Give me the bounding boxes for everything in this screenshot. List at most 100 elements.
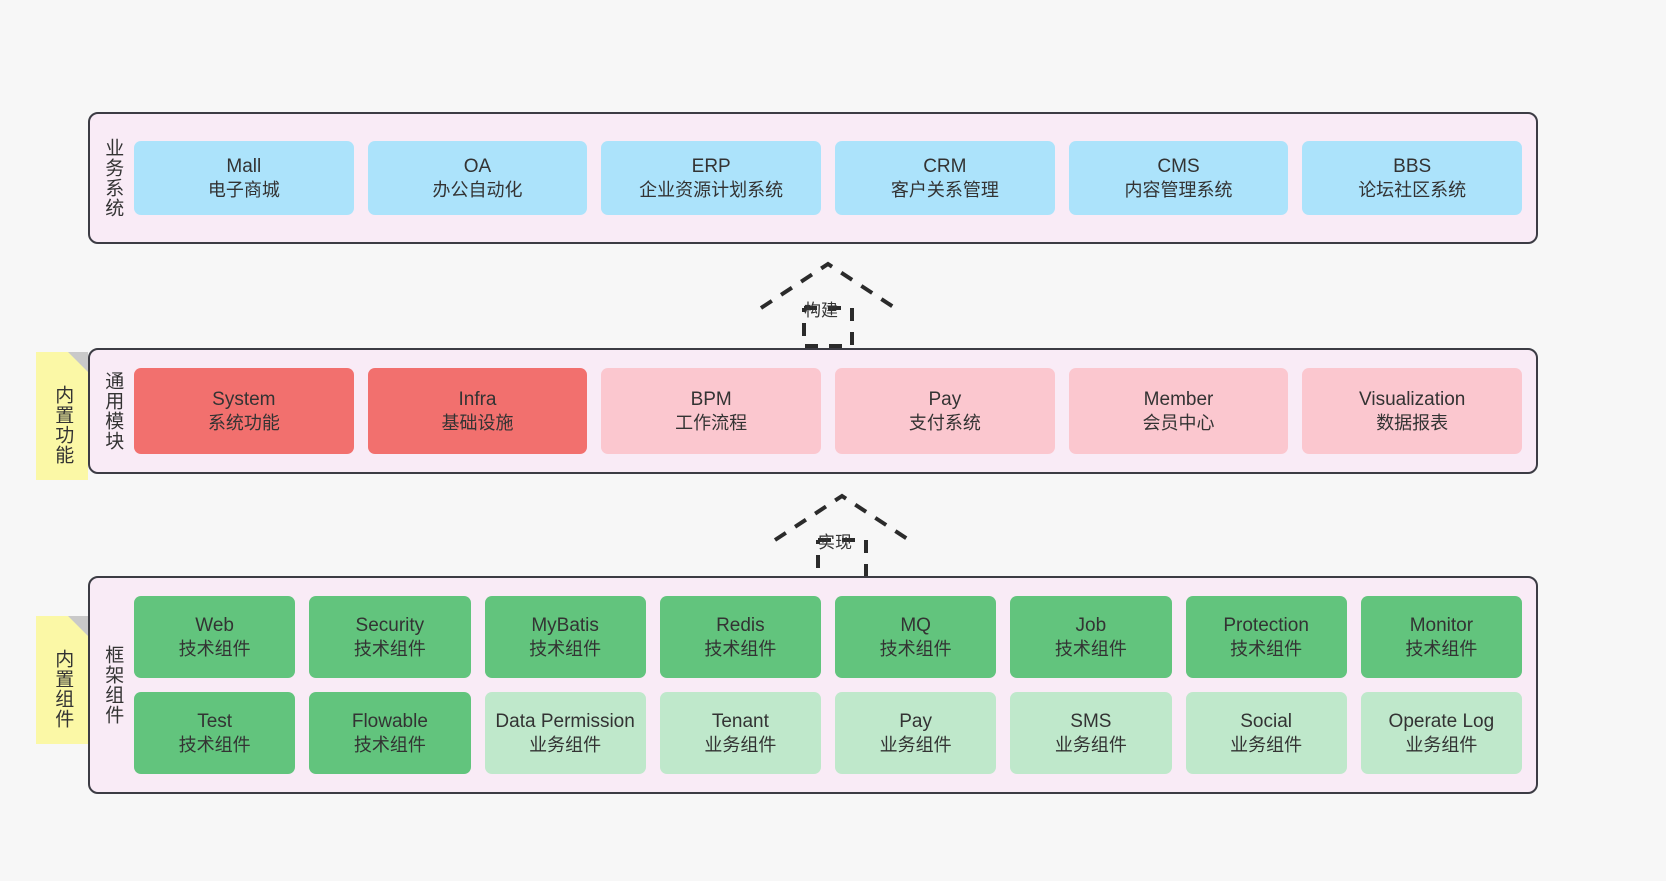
card-subtitle: 数据报表: [1376, 412, 1449, 433]
card-subtitle: 内容管理系统: [1124, 179, 1233, 200]
card-subtitle: 办公自动化: [432, 179, 523, 200]
card-title: OA: [463, 155, 492, 177]
arrow-shaft: [802, 306, 854, 348]
card-data-permission[interactable]: Data Permission 业务组件: [484, 692, 646, 774]
card-row: System 系统功能 Infra 基础设施 BPM 工作流程 Pay 支付系统…: [134, 368, 1523, 454]
card-redis[interactable]: Redis 技术组件: [659, 596, 821, 678]
layer-title-business: 业务系统: [102, 138, 124, 218]
card-subtitle: 技术组件: [704, 638, 777, 659]
layer-title-modules: 通用模块: [102, 371, 124, 451]
connector-label-implement: 实现: [818, 533, 852, 552]
card-mybatis[interactable]: MyBatis 技术组件: [484, 596, 646, 678]
card-mall[interactable]: Mall 电子商城: [134, 141, 354, 215]
card-title: Redis: [716, 614, 765, 636]
card-subtitle: 会员中心: [1142, 412, 1215, 433]
card-flowable[interactable]: Flowable 技术组件: [309, 692, 471, 774]
card-subtitle: 电子商城: [207, 179, 280, 200]
card-cms[interactable]: CMS 内容管理系统: [1068, 141, 1289, 215]
card-mq[interactable]: MQ 技术组件: [835, 596, 997, 678]
card-title: Visualization: [1359, 388, 1466, 410]
card-subtitle: 基础设施: [441, 412, 514, 433]
card-title: CRM: [923, 155, 967, 177]
arrow-head-outline: [759, 261, 897, 310]
card-tenant[interactable]: Tenant 业务组件: [659, 692, 821, 774]
connector-build: 构建: [758, 260, 898, 348]
card-subtitle: 业务组件: [1230, 734, 1303, 755]
card-title: Flowable: [351, 710, 428, 732]
card-title: BPM: [690, 388, 732, 410]
card-title: CMS: [1157, 155, 1200, 177]
card-operate-log[interactable]: Operate Log 业务组件: [1360, 692, 1522, 774]
card-title: Security: [355, 614, 425, 636]
arrow-shaft: [816, 538, 868, 580]
card-title: Operate Log: [1388, 710, 1495, 732]
card-social[interactable]: Social 业务组件: [1185, 692, 1347, 774]
card-pay-module[interactable]: Pay 支付系统: [835, 368, 1055, 454]
card-system[interactable]: System 系统功能: [134, 368, 354, 454]
card-bpm[interactable]: BPM 工作流程: [601, 368, 822, 454]
card-subtitle: 企业资源计划系统: [639, 179, 784, 200]
card-member[interactable]: Member 会员中心: [1068, 368, 1289, 454]
card-subtitle: 业务组件: [879, 734, 952, 755]
sticky-note-builtin-components: 内置组件: [36, 616, 88, 744]
card-security[interactable]: Security 技术组件: [309, 596, 471, 678]
card-title: Tenant: [711, 710, 769, 732]
layer-framework-components: 框架组件 Web 技术组件 Security 技术组件 MyBatis 技术组件…: [88, 576, 1538, 794]
card-test[interactable]: Test 技术组件: [134, 692, 296, 774]
card-subtitle: 支付系统: [908, 412, 981, 433]
card-title: Social: [1240, 710, 1292, 732]
card-subtitle: 客户关系管理: [890, 179, 999, 200]
card-subtitle: 技术组件: [879, 638, 952, 659]
card-subtitle: 技术组件: [1054, 638, 1127, 659]
card-title: Data Permission: [495, 710, 635, 732]
card-monitor[interactable]: Monitor 技术组件: [1360, 596, 1522, 678]
card-subtitle: 业务组件: [1405, 734, 1478, 755]
card-title: Infra: [458, 388, 497, 410]
card-subtitle: 技术组件: [529, 638, 602, 659]
card-title: Pay: [928, 388, 962, 410]
layer-body-business: Mall 电子商城 OA 办公自动化 ERP 企业资源计划系统 CRM 客户关系…: [134, 114, 1536, 242]
card-pay-component[interactable]: Pay 业务组件: [835, 692, 997, 774]
layer-body-framework: Web 技术组件 Security 技术组件 MyBatis 技术组件 Redi…: [134, 578, 1536, 792]
card-subtitle: 业务组件: [529, 734, 602, 755]
card-title: Pay: [899, 710, 932, 732]
card-title: ERP: [691, 155, 731, 177]
note-label: 内置组件: [52, 649, 74, 729]
connector-implement: 实现: [772, 492, 912, 580]
connector-label-build: 构建: [804, 301, 838, 320]
card-subtitle: 论坛社区系统: [1358, 179, 1467, 200]
card-title: MQ: [900, 614, 931, 636]
card-title: BBS: [1393, 155, 1432, 177]
layer-common-modules: 通用模块 System 系统功能 Infra 基础设施 BPM 工作流程 Pay…: [88, 348, 1538, 474]
card-subtitle: 技术组件: [353, 638, 426, 659]
note-fold-corner: [68, 352, 88, 372]
sticky-note-builtin-functions: 内置功能: [36, 352, 88, 480]
card-title: Mall: [226, 155, 262, 177]
card-infra[interactable]: Infra 基础设施: [367, 368, 588, 454]
note-label: 内置功能: [52, 385, 74, 465]
card-row: Test 技术组件 Flowable 技术组件 Data Permission …: [134, 692, 1522, 774]
card-visualization[interactable]: Visualization 数据报表: [1302, 368, 1523, 454]
card-title: SMS: [1070, 710, 1112, 732]
card-sms[interactable]: SMS 业务组件: [1010, 692, 1172, 774]
card-subtitle: 技术组件: [1405, 638, 1478, 659]
card-subtitle: 技术组件: [353, 734, 426, 755]
card-row: Web 技术组件 Security 技术组件 MyBatis 技术组件 Redi…: [134, 596, 1522, 678]
card-protection[interactable]: Protection 技术组件: [1185, 596, 1347, 678]
card-subtitle: 业务组件: [1054, 734, 1127, 755]
card-subtitle: 系统功能: [207, 412, 280, 433]
card-title: Monitor: [1409, 614, 1474, 636]
card-crm[interactable]: CRM 客户关系管理: [835, 141, 1055, 215]
card-erp[interactable]: ERP 企业资源计划系统: [601, 141, 822, 215]
arrow-head-outline: [773, 493, 911, 542]
card-title: Test: [197, 710, 233, 732]
card-oa[interactable]: OA 办公自动化: [367, 141, 588, 215]
card-job[interactable]: Job 技术组件: [1010, 596, 1172, 678]
card-web[interactable]: Web 技术组件: [134, 596, 296, 678]
card-title: Member: [1143, 388, 1214, 410]
card-bbs[interactable]: BBS 论坛社区系统: [1302, 141, 1523, 215]
card-title: Job: [1075, 614, 1107, 636]
card-subtitle: 工作流程: [675, 412, 748, 433]
note-fold-corner: [68, 616, 88, 636]
